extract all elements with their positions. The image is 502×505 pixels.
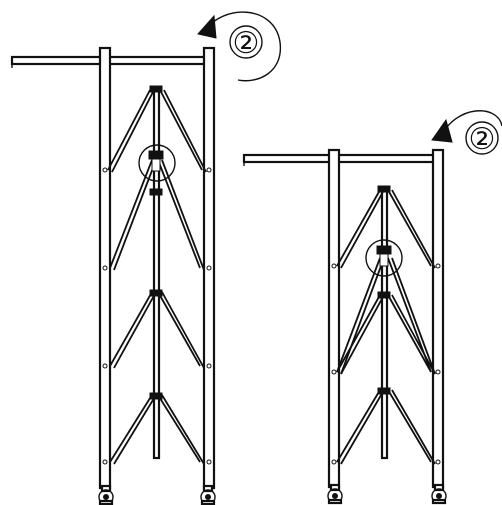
- left-top-rail: [10, 55, 214, 68]
- right-caster-wheel: [431, 483, 447, 505]
- rotate-arrow-icon: [203, 11, 281, 82]
- step-callout-2: ②: [431, 110, 502, 157]
- expanded-rack: [10, 46, 216, 505]
- lock-detail-circle: [365, 239, 403, 277]
- folding-struts: [336, 189, 436, 465]
- right-caster-wheel: [200, 484, 216, 505]
- center-spine: [380, 188, 389, 460]
- folding-struts: [107, 89, 207, 465]
- frame-pins: [331, 263, 441, 465]
- step-callout-1: ②: [197, 11, 281, 82]
- step-number: ②: [233, 26, 260, 61]
- hinge-joints: [149, 85, 163, 400]
- left-post: [327, 148, 341, 489]
- collapsed-rack: [242, 148, 447, 505]
- frame-pins: [102, 167, 212, 465]
- right-top-rail: [242, 153, 442, 166]
- right-post: [431, 148, 445, 489]
- hinge-joints: [377, 185, 391, 395]
- left-caster-wheel: [327, 483, 343, 505]
- step-number: ②: [469, 122, 496, 157]
- center-spine: [152, 86, 161, 460]
- lock-detail-circle: [138, 144, 176, 182]
- left-caster-wheel: [98, 484, 114, 505]
